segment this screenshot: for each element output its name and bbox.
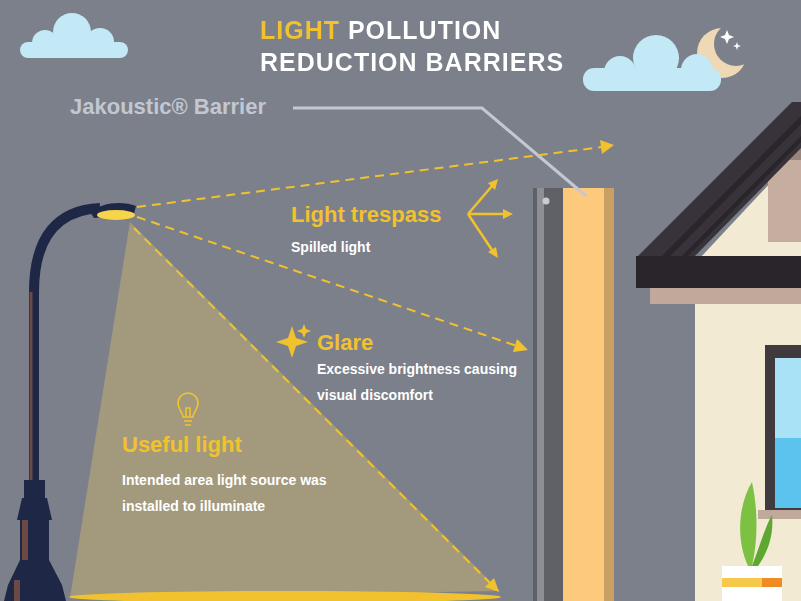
house	[636, 102, 801, 601]
barrier-rail	[537, 188, 544, 601]
leader-line	[293, 108, 586, 196]
lamp-base-shade	[22, 520, 28, 560]
sparkle	[297, 324, 311, 338]
product-name: Jakoustic® Barrier	[70, 94, 266, 120]
roof-stripe	[660, 116, 801, 258]
pot-band	[722, 578, 782, 587]
bulb-base	[185, 424, 191, 426]
barrier-post	[533, 188, 563, 601]
arrow-head	[488, 179, 498, 190]
moon-shadow	[714, 22, 758, 66]
lamp-bulb	[97, 210, 135, 220]
window-glass	[775, 438, 801, 508]
bulb-base	[184, 420, 192, 422]
arrow-head	[485, 578, 499, 592]
lamp-collar	[24, 480, 45, 498]
ray-line	[137, 217, 517, 346]
bulb-filament	[186, 408, 190, 417]
ray-line	[134, 228, 490, 583]
plant-leaf	[752, 515, 772, 566]
roof-stripe	[680, 136, 801, 258]
bulb-icon	[178, 393, 198, 425]
cone-shape	[60, 200, 510, 601]
barrier	[533, 188, 614, 601]
eave	[636, 256, 801, 288]
arrow-head	[600, 140, 614, 154]
bulb-outline	[178, 393, 198, 417]
cloud	[583, 35, 721, 91]
barrier-bolt	[543, 198, 550, 205]
ray-line	[137, 147, 602, 207]
lamp-head	[90, 203, 136, 220]
lamp-base	[17, 498, 52, 520]
term-heading: Glare	[317, 330, 373, 356]
trespass-heads	[488, 179, 513, 258]
light-cone: Useful lightIntended area light source w…	[60, 200, 510, 601]
plant-leaf	[740, 482, 756, 566]
barrier-panel	[563, 188, 605, 601]
lamp-foot	[4, 560, 66, 601]
term-description: Excessive brightness causing visual disc…	[317, 356, 539, 408]
cone-fill	[70, 222, 500, 598]
arrow-head	[503, 209, 513, 219]
light-rays	[134, 147, 602, 583]
star	[720, 30, 734, 44]
roof	[636, 102, 801, 258]
window-sill	[758, 510, 801, 519]
star	[733, 42, 741, 50]
plant-pot	[722, 566, 782, 601]
cloud-base	[583, 68, 721, 91]
trespass-arrows	[468, 186, 504, 250]
lamp-base	[20, 520, 49, 560]
arrow-line	[468, 186, 492, 214]
window-glass	[775, 358, 801, 438]
term-heading: Light trespass	[291, 202, 441, 228]
cloud-base	[20, 42, 128, 58]
node-heading: Useful light	[122, 432, 242, 458]
arrow-line	[468, 213, 504, 216]
pot-band	[762, 578, 782, 587]
house-wall	[695, 304, 801, 601]
arrow-head	[488, 247, 498, 258]
cloud	[20, 13, 128, 58]
title: LIGHT POLLUTION REDUCTION BARRIERS	[260, 14, 580, 78]
term-description: Spilled light	[291, 234, 370, 260]
barrier-edge	[604, 188, 614, 601]
arrow-head	[513, 339, 528, 352]
node-description: Intended area light source was installed…	[122, 467, 328, 519]
eave-trim	[650, 288, 801, 304]
light-pool	[69, 591, 501, 601]
glare-icon	[276, 324, 311, 358]
lamp-foot-shade	[14, 580, 20, 601]
window-frame	[765, 345, 801, 515]
arrow-line	[468, 214, 492, 250]
